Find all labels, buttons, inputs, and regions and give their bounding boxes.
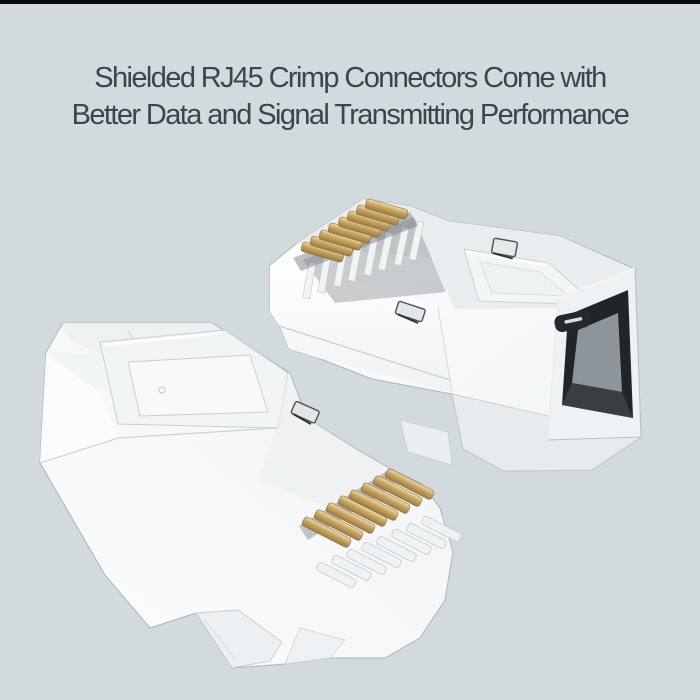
headline-line-2: Better Data and Signal Transmitting Perf…: [71, 99, 630, 131]
latch-window: [99, 329, 289, 429]
gold-pins: [299, 468, 435, 548]
latch-window: [463, 248, 598, 306]
top-edge-bar: [0, 0, 700, 4]
shield-clip-top: [490, 237, 519, 260]
headline-line-1: Shielded RJ45 Crimp Connectors Come with: [94, 62, 607, 94]
front-connector-body: [39, 322, 462, 669]
headline: Shielded RJ45 Crimp Connectors Come with…: [0, 60, 700, 134]
foot-tab: [195, 609, 346, 669]
cable-entry-opening: [547, 267, 642, 441]
shield-clip: [290, 400, 320, 425]
contact-ridges: [316, 516, 462, 588]
strain-slot: [554, 310, 591, 333]
rj45-connector-rear-view-image: [269, 198, 642, 472]
contact-comb: [302, 217, 446, 303]
shield-clip-side: [394, 300, 426, 324]
gold-pins: [293, 198, 418, 271]
rj45-connector-front-view-image: [39, 322, 462, 669]
rear-connector-body: [269, 198, 642, 472]
